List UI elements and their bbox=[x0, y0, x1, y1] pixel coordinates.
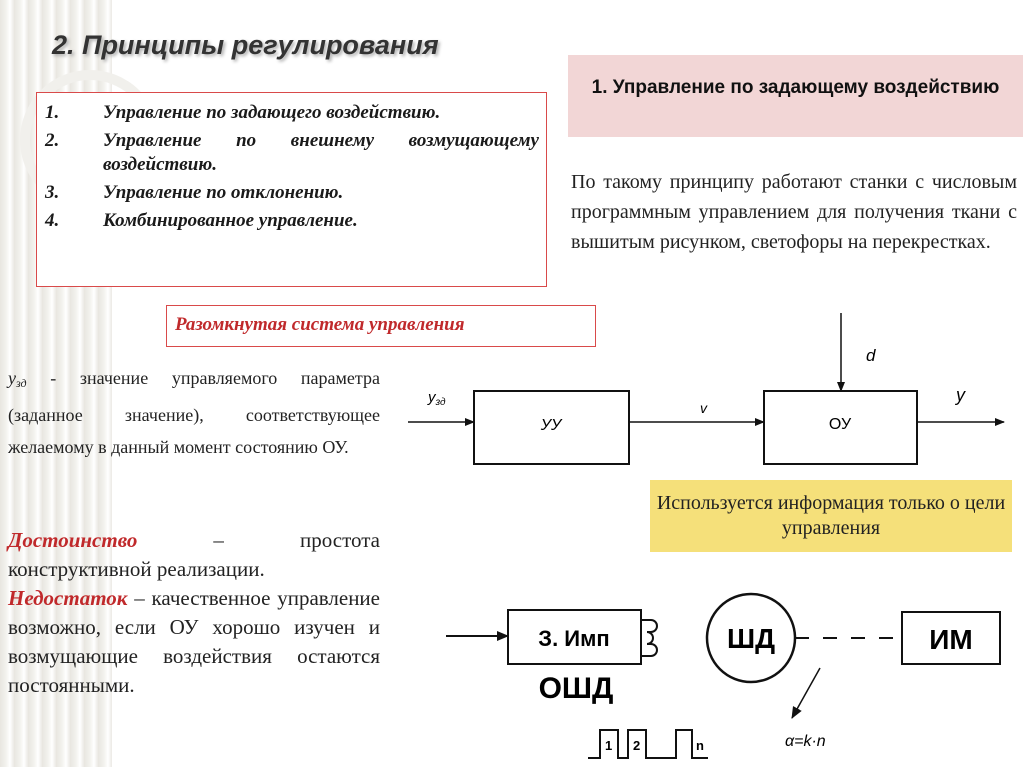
list-item: 2.Управление по внешнему возмущающему во… bbox=[45, 130, 539, 175]
pulse-label-2: 2 bbox=[633, 738, 640, 753]
object-label: ОУ bbox=[829, 416, 852, 433]
input-label: yзд bbox=[427, 389, 446, 408]
disadvantage-text: – качественное управление возможно, если… bbox=[8, 586, 380, 697]
coil-icon bbox=[641, 619, 658, 657]
output-label: y bbox=[954, 385, 966, 405]
info-note-box: Используется информация только о цели уп… bbox=[650, 480, 1012, 552]
actuator-label: ИМ bbox=[929, 624, 972, 655]
advantage-text: – простота конструктивной реализации. bbox=[8, 528, 380, 581]
pulse-block bbox=[507, 609, 642, 665]
pulse-label-n: n bbox=[696, 738, 704, 753]
open-loop-block-diagram: yзд УУ v ОУ d y bbox=[408, 313, 1005, 465]
pros-cons: Достоинство – простота конструктивной ре… bbox=[8, 526, 380, 700]
advantage-label: Достоинство bbox=[8, 528, 138, 552]
section-heading-box: 1. Управление по задающему воздействию bbox=[568, 55, 1023, 137]
pulse-train bbox=[588, 729, 708, 759]
pulse-label-1: 1 bbox=[605, 738, 612, 753]
open-system-label: Разомкнутая система управления bbox=[175, 314, 465, 335]
controller-label: УУ bbox=[540, 417, 563, 434]
signal-label: v bbox=[700, 400, 708, 416]
object-block bbox=[763, 390, 918, 465]
setpoint-definition: yзд - значение управляемого параметра (з… bbox=[8, 368, 380, 457]
controller-block bbox=[473, 390, 630, 465]
stepper-caption: ОШД bbox=[539, 672, 614, 705]
info-note: Используется информация только о цели уп… bbox=[656, 492, 1006, 539]
motor-label: ШД bbox=[727, 623, 775, 654]
open-system-box: Разомкнутая система управления bbox=[166, 305, 596, 347]
section-heading: 1. Управление по задающему воздействию bbox=[591, 77, 1000, 98]
actuator-block bbox=[901, 611, 1001, 665]
stepper-motor-diagram: З. Имп ШД ИМ ОШД 1 2 n α=k·n bbox=[446, 592, 1001, 759]
list-item: 4.Комбинированное управление. bbox=[45, 210, 358, 231]
pulse-block-label: З. Имп bbox=[538, 626, 609, 651]
list-item: 3.Управление по отклонению. bbox=[45, 182, 344, 203]
angle-formula: α=k·n bbox=[785, 733, 826, 750]
angle-arrow bbox=[791, 667, 821, 719]
page-title: 2. Принципы регулирования bbox=[52, 30, 439, 60]
principles-list: 1.Управление по задающего воздействию. 2… bbox=[45, 101, 539, 237]
principles-list-box: 1.Управление по задающего воздействию. 2… bbox=[36, 92, 547, 287]
description-paragraph: По такому принципу работают станки с чис… bbox=[571, 171, 1017, 253]
disadvantage-label: Недостаток bbox=[8, 586, 128, 610]
list-item: 1.Управление по задающего воздействию. bbox=[45, 102, 441, 123]
disturbance-label: d bbox=[866, 346, 876, 365]
